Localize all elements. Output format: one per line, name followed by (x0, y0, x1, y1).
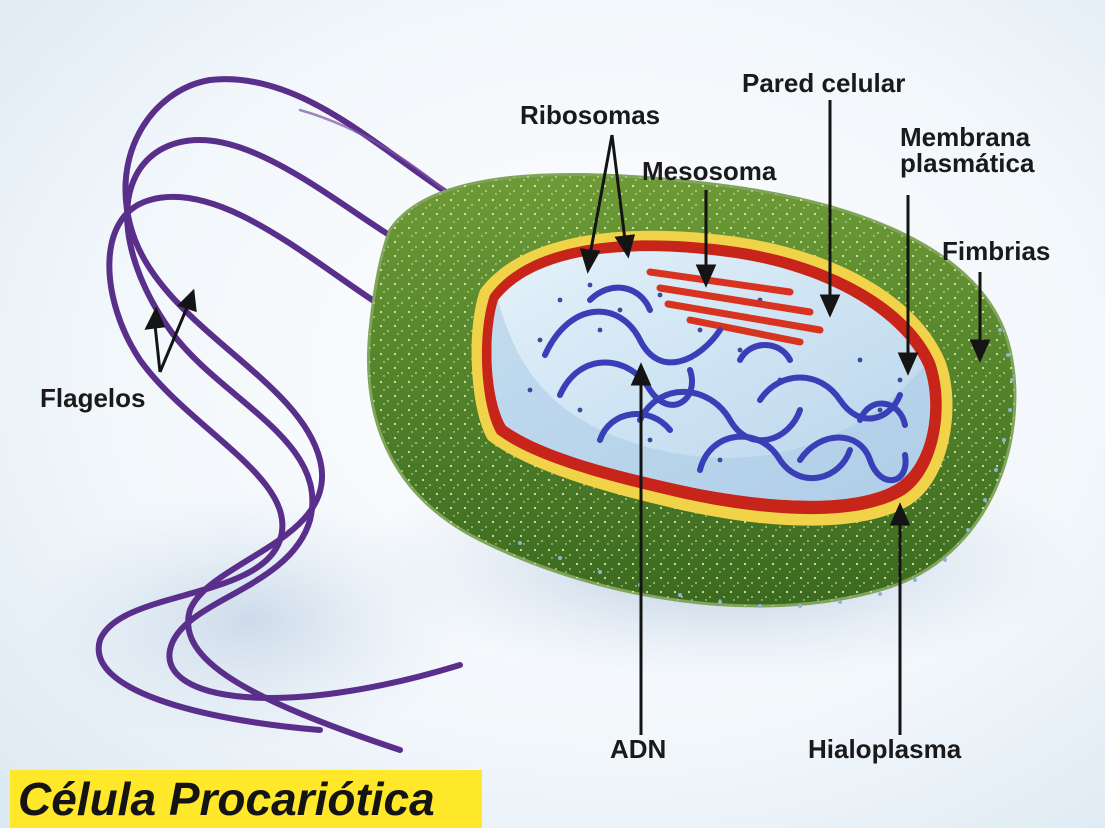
label-membrana-line2: plasmática (900, 150, 1034, 176)
label-adn: ADN (610, 736, 666, 762)
label-hialoplasma: Hialoplasma (808, 736, 961, 762)
flagella-shadow (30, 490, 470, 750)
label-mesosoma: Mesosoma (642, 158, 776, 184)
label-pared-celular: Pared celular (742, 70, 905, 96)
label-membrana-plasmatica: Membrana plasmática (900, 124, 1034, 176)
label-ribosomas: Ribosomas (520, 102, 660, 128)
label-fimbrias: Fimbrias (942, 238, 1050, 264)
label-flagelos: Flagelos (40, 385, 145, 411)
diagram-title: Célula Procariótica (18, 772, 435, 826)
label-membrana-line1: Membrana (900, 124, 1034, 150)
